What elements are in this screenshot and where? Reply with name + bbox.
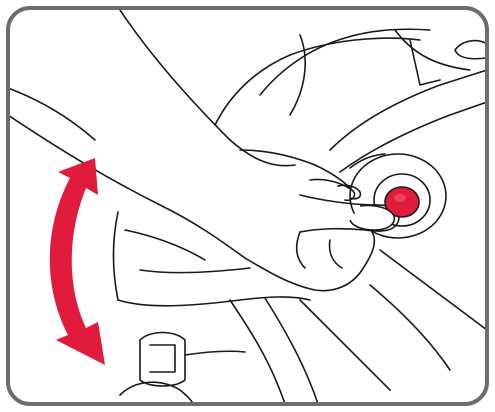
instruction-illustration <box>0 0 495 412</box>
illustration-canvas <box>0 0 495 412</box>
